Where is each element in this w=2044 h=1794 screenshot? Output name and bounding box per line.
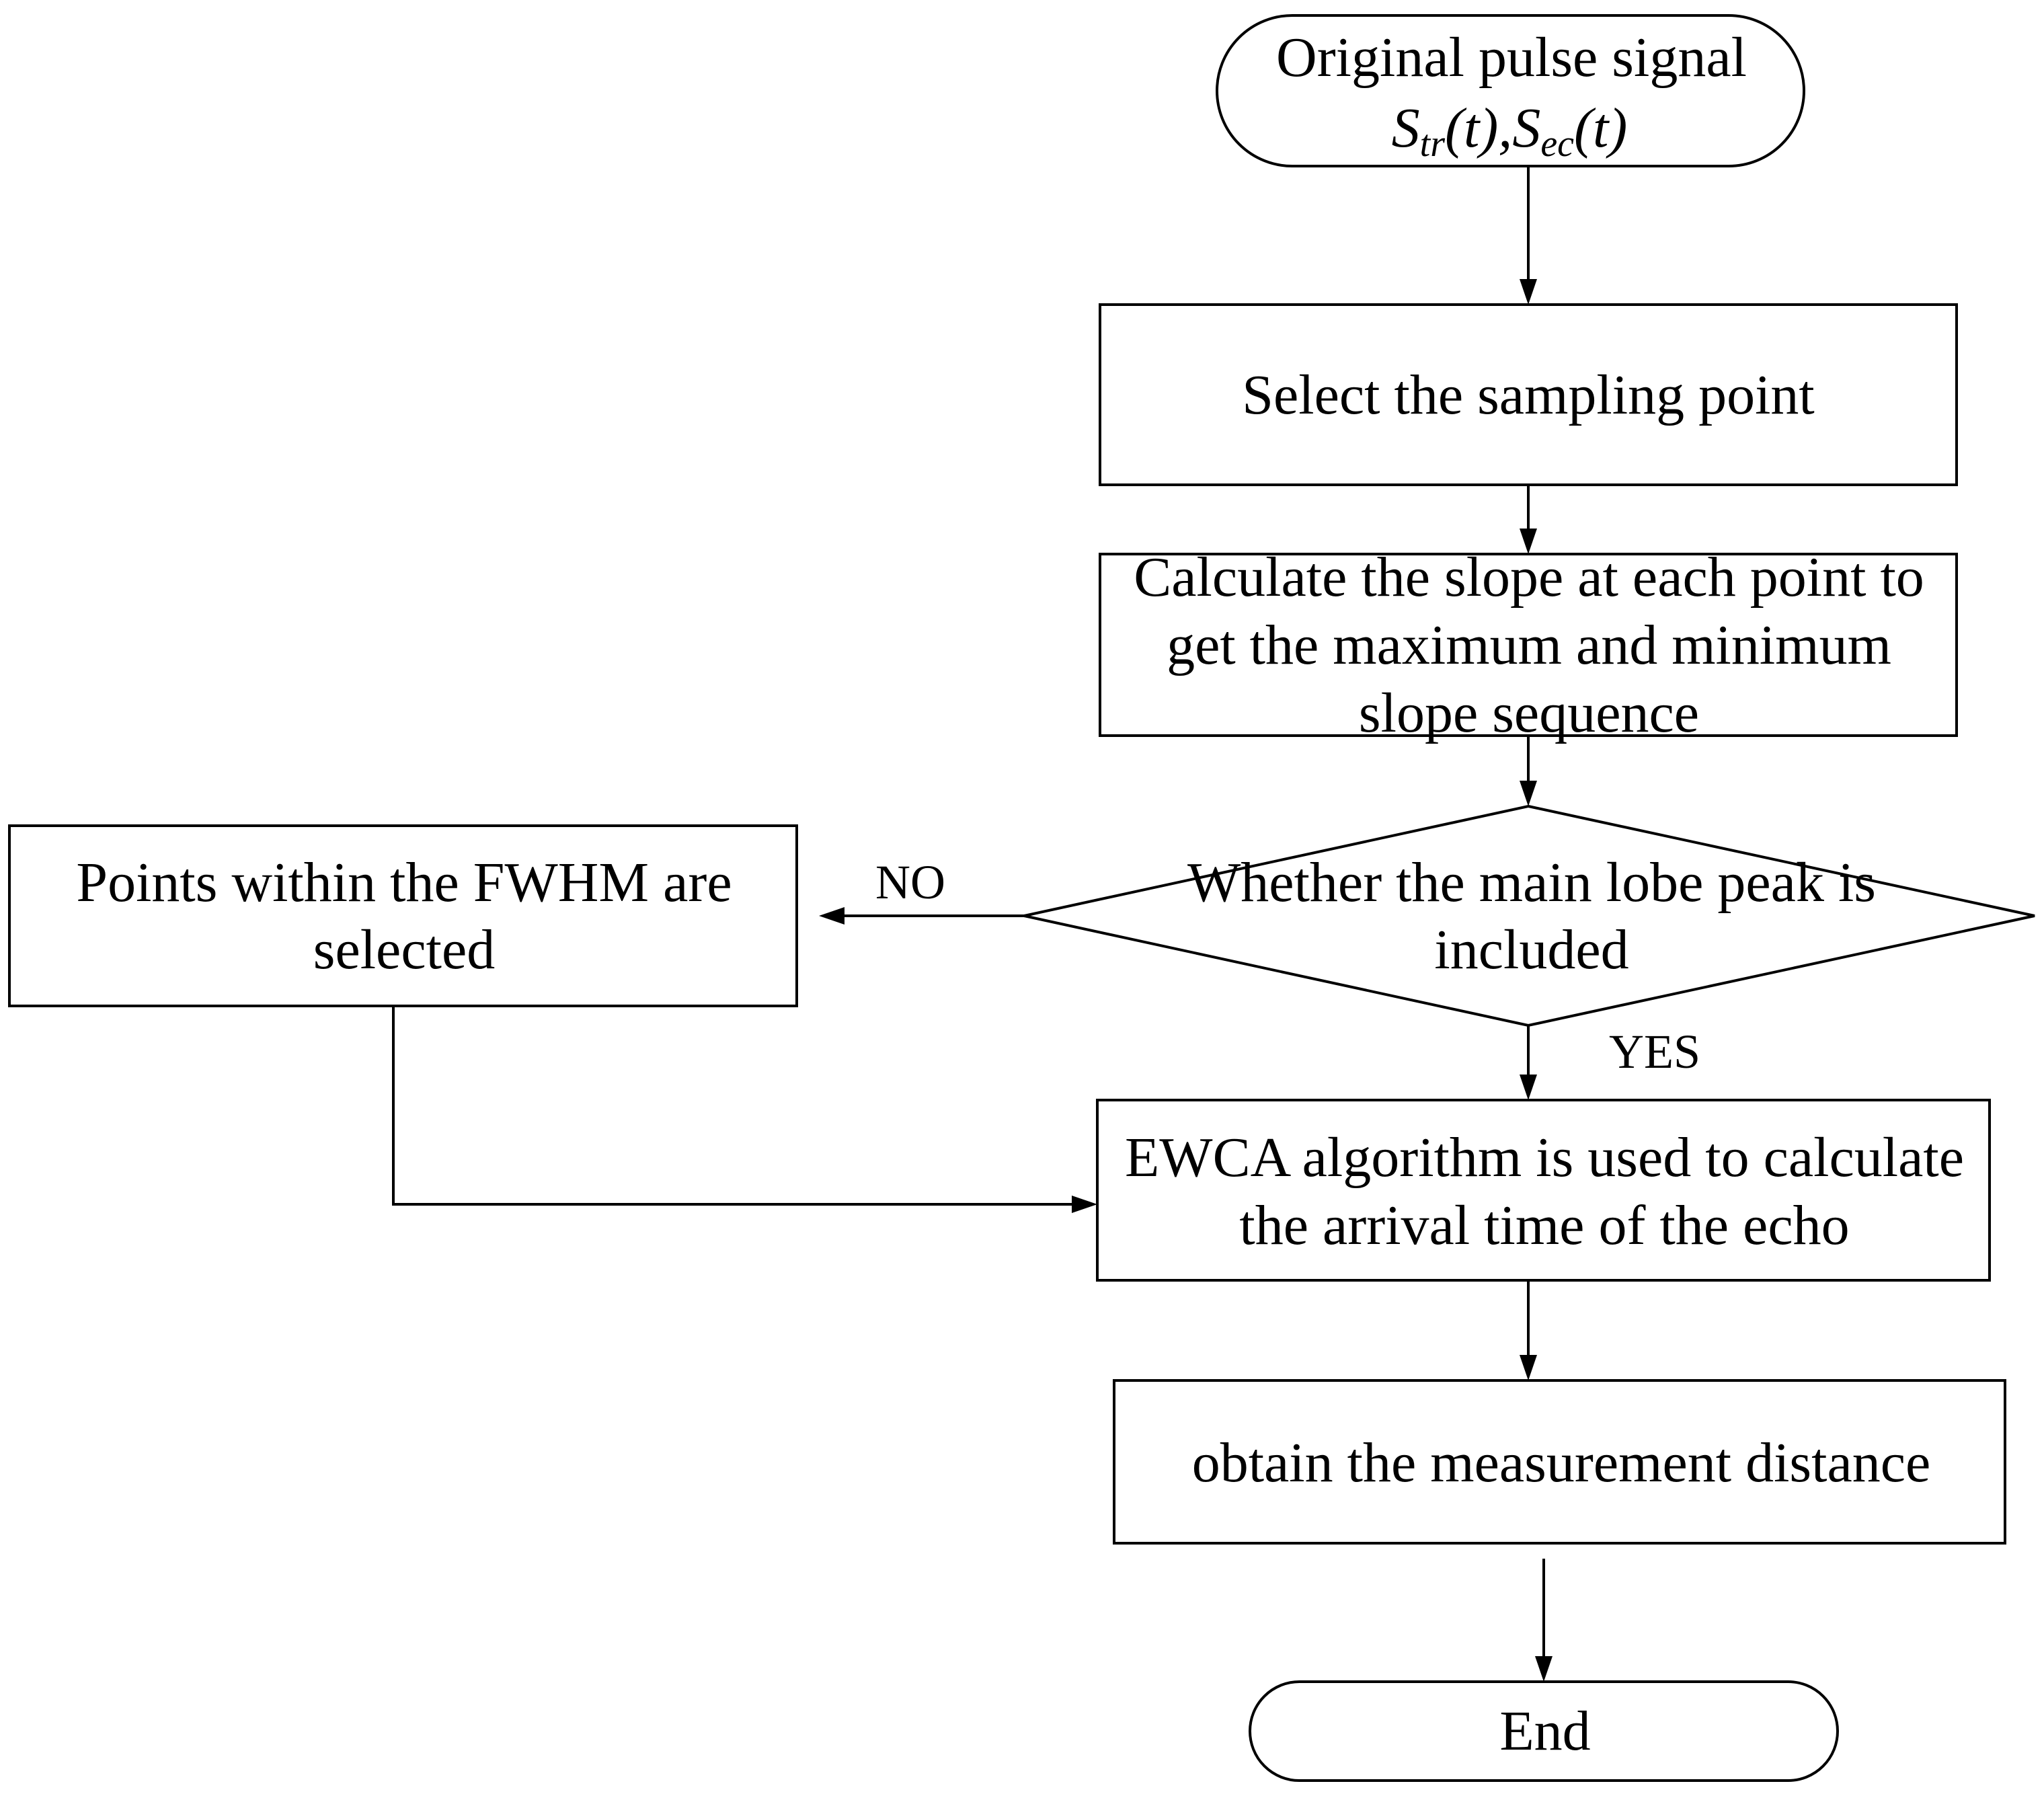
end-label: End bbox=[1499, 1700, 1590, 1762]
arrowhead-right bbox=[1072, 1196, 1097, 1213]
arrow-fwhm-to-ewca bbox=[392, 1006, 1097, 1213]
slope-step: Calculate the slope at each point to get… bbox=[1099, 546, 1958, 744]
start-oval bbox=[1216, 14, 1805, 167]
formula-argument-ec: (t) bbox=[1574, 97, 1627, 159]
fwhm-box bbox=[8, 824, 798, 1007]
ewca-box bbox=[1096, 1099, 1991, 1282]
arrow-distance-to-end bbox=[1535, 1559, 1552, 1682]
decision-node: Whether the main lobe peak is included bbox=[1023, 804, 2035, 1027]
slope-label-line-1: Calculate the slope at each point to bbox=[1134, 546, 1924, 609]
start-label: Original pulse signal bbox=[1276, 26, 1747, 89]
ewca-step: EWCA algorithm is used to calculate the … bbox=[1096, 1099, 1991, 1282]
yes-label: YES bbox=[1609, 1025, 1700, 1079]
arrow-select-to-slope bbox=[1520, 485, 1537, 554]
slope-label-line-2: get the maximum and minimum bbox=[1167, 614, 1891, 676]
end-node: End bbox=[1249, 1680, 1839, 1782]
fwhm-label-line-2: selected bbox=[313, 919, 496, 981]
arrowhead-down bbox=[1520, 1075, 1537, 1100]
select-label: Select the sampling point bbox=[1242, 364, 1815, 426]
slope-box bbox=[1099, 553, 1958, 737]
arrowhead-down bbox=[1520, 781, 1537, 806]
select-step: Select the sampling point bbox=[1099, 303, 1958, 486]
distance-label: obtain the measurement distance bbox=[1192, 1432, 1931, 1494]
decision-diamond bbox=[1023, 804, 2035, 1027]
arrow-yes-branch: YES bbox=[1520, 1025, 1700, 1100]
formula-symbol-s-tr: S bbox=[1392, 97, 1420, 159]
distance-step: obtain the measurement distance bbox=[1113, 1379, 2006, 1545]
no-label: NO bbox=[875, 855, 945, 909]
arrow-start-to-select bbox=[1520, 166, 1537, 305]
formula-subscript-tr: tr bbox=[1420, 123, 1446, 165]
arrowhead-down bbox=[1520, 279, 1537, 305]
start-formula: Str(t),Sec(t) bbox=[1392, 97, 1628, 165]
arrowhead-down bbox=[1520, 1355, 1537, 1380]
fwhm-label-line-1: Points within the FWHM are bbox=[76, 851, 732, 914]
arrowhead-down bbox=[1520, 529, 1537, 554]
fwhm-step: Points within the FWHM are selected bbox=[8, 824, 798, 1007]
slope-label-line-3: slope sequence bbox=[1359, 682, 1699, 744]
arrow-no-branch: NO bbox=[819, 855, 1024, 925]
distance-box bbox=[1113, 1379, 2006, 1545]
ewca-label-line-2: the arrival time of the echo bbox=[1239, 1194, 1849, 1257]
formula-argument-tr: (t), bbox=[1445, 97, 1512, 159]
ewca-label-line-1: EWCA algorithm is used to calculate bbox=[1125, 1126, 1964, 1189]
formula-subscript-ec: ec bbox=[1540, 123, 1574, 165]
arrow-ewca-to-distance bbox=[1520, 1280, 1537, 1380]
end-oval bbox=[1249, 1680, 1839, 1782]
decision-label-line-2: included bbox=[1434, 919, 1628, 981]
elbow-connector bbox=[392, 1006, 1074, 1206]
arrow-slope-to-decision bbox=[1520, 736, 1537, 806]
arrowhead-left bbox=[819, 907, 844, 925]
decision-label-line-1: Whether the main lobe peak is bbox=[1187, 851, 1876, 914]
formula-symbol-s-ec: S bbox=[1512, 97, 1540, 159]
start-node: Original pulse signal Str(t),Sec(t) bbox=[1216, 14, 1805, 167]
arrowhead-down bbox=[1535, 1656, 1552, 1682]
